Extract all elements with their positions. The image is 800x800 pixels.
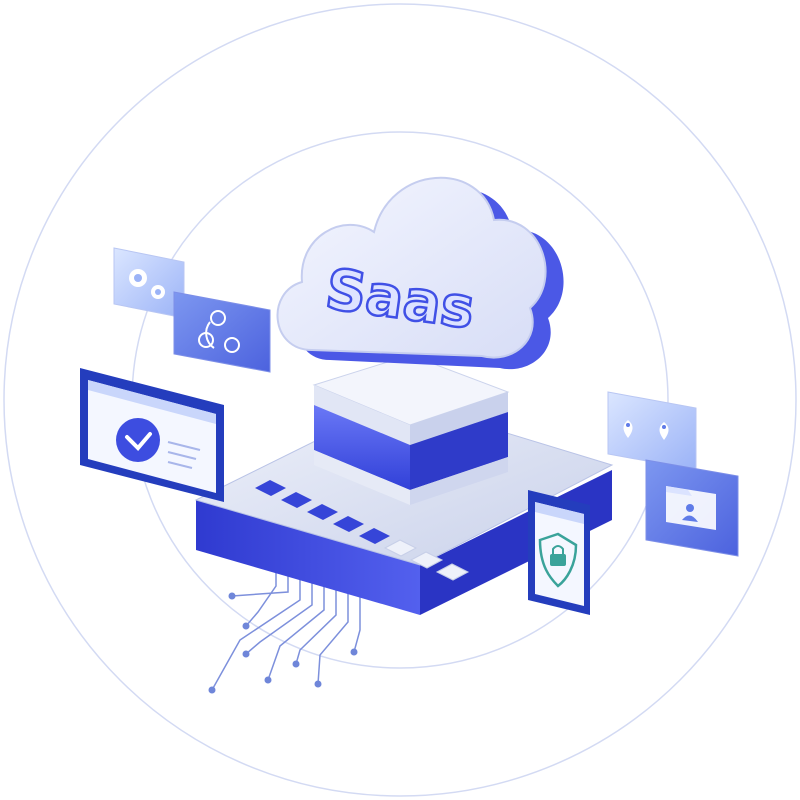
- gear-card: [113, 247, 185, 319]
- team-icon: [198, 310, 240, 353]
- key-strip: [255, 480, 470, 581]
- block-cap-front: [314, 385, 410, 445]
- team-card: [173, 291, 271, 373]
- block-blue-front: [314, 405, 410, 490]
- circuit-nodes: [208, 592, 358, 694]
- location-pin-icon: [623, 420, 669, 440]
- circuit-traces: [211, 568, 361, 691]
- chevron-down-icon: [116, 418, 160, 462]
- block-cap-right: [410, 392, 508, 445]
- security-card: [528, 490, 590, 615]
- text-lines: [167, 441, 201, 469]
- saas-cloud: Saas: [276, 176, 564, 370]
- base-side-left: [196, 500, 420, 615]
- block-blue-right: [410, 412, 508, 490]
- block-bottom-right: [410, 457, 508, 505]
- server-block: [312, 354, 510, 505]
- gears-icon: [129, 269, 165, 299]
- cloud-front: [276, 176, 547, 359]
- window-card: [80, 368, 224, 502]
- folder-card: [645, 459, 739, 557]
- user-folder-icon: [666, 486, 716, 530]
- location-card: [607, 391, 697, 471]
- block-bottom-front: [314, 450, 410, 505]
- outer-ring: [3, 3, 797, 797]
- shield-lock-icon: [538, 532, 578, 588]
